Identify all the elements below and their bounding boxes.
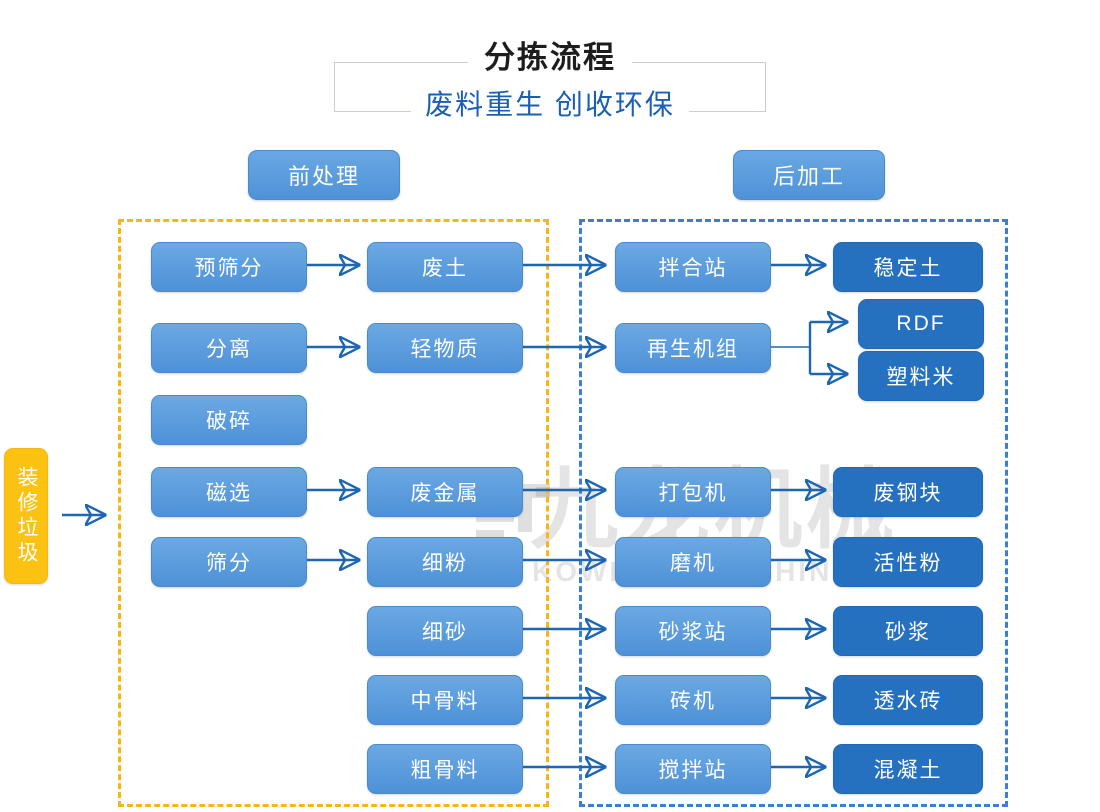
node-product-huoxingfen[interactable]: 活性粉 (833, 537, 983, 587)
node-machine-zhuanji[interactable]: 砖机 (615, 675, 771, 725)
node-pre-shaifen[interactable]: 筛分 (151, 537, 307, 587)
node-product-toushuizhuan[interactable]: 透水砖 (833, 675, 983, 725)
node-material-xifen[interactable]: 细粉 (367, 537, 523, 587)
node-machine-shajiangzhan[interactable]: 砂浆站 (615, 606, 771, 656)
zone-label-pre-process[interactable]: 前处理 (248, 150, 400, 200)
node-product-hunningtu[interactable]: 混凝土 (833, 744, 983, 794)
node-material-qingwuzhi[interactable]: 轻物质 (367, 323, 523, 373)
zone-pre-process (118, 219, 549, 807)
node-material-cugu-liao[interactable]: 粗骨料 (367, 744, 523, 794)
node-material-feijinshu[interactable]: 废金属 (367, 467, 523, 517)
zone-post-process (579, 219, 1008, 807)
node-product-feigangkuai[interactable]: 废钢块 (833, 467, 983, 517)
page-subtitle: 废料重生 创收环保 (0, 85, 1100, 125)
node-material-xisha[interactable]: 细砂 (367, 606, 523, 656)
zone-label-post-process[interactable]: 后加工 (733, 150, 885, 200)
node-pre-fenli[interactable]: 分离 (151, 323, 307, 373)
node-material-feitu[interactable]: 废土 (367, 242, 523, 292)
node-machine-zaishengjizu[interactable]: 再生机组 (615, 323, 771, 373)
page-title: 分拣流程 (0, 36, 1100, 80)
node-machine-banhezhan[interactable]: 拌合站 (615, 242, 771, 292)
node-machine-moji[interactable]: 磨机 (615, 537, 771, 587)
node-pre-yushaifen[interactable]: 预筛分 (151, 242, 307, 292)
page-title-text: 分拣流程 (468, 40, 632, 75)
page-subtitle-text: 废料重生 创收环保 (411, 89, 689, 120)
node-pre-cixuan[interactable]: 磁选 (151, 467, 307, 517)
node-product-wendingtu[interactable]: 稳定土 (833, 242, 983, 292)
node-product-suliaomi[interactable]: 塑料米 (858, 351, 984, 401)
input-node-construction-waste[interactable]: 装修垃圾 (4, 448, 48, 584)
node-product-shajiang[interactable]: 砂浆 (833, 606, 983, 656)
node-machine-jiaobanzhan[interactable]: 搅拌站 (615, 744, 771, 794)
node-pre-posui[interactable]: 破碎 (151, 395, 307, 445)
node-product-rdf[interactable]: RDF (858, 299, 984, 349)
node-material-zhonggu-liao[interactable]: 中骨料 (367, 675, 523, 725)
node-machine-dabaoji[interactable]: 打包机 (615, 467, 771, 517)
